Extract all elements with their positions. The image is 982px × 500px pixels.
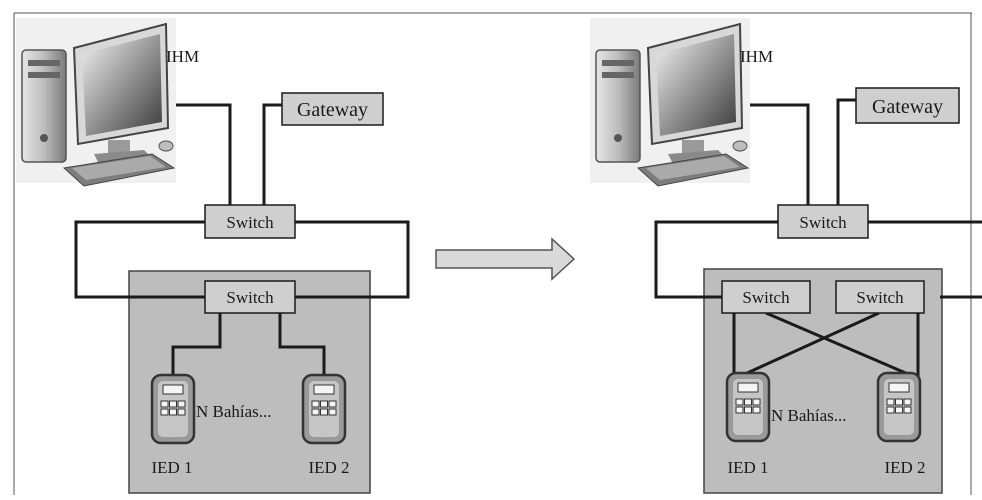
gateway-label: Gateway [872, 96, 943, 118]
top-switch-box [204, 204, 296, 239]
diagram-after: IHM Gateway Switch Switch Switch N Bahía… [589, 17, 982, 494]
left-links [74, 103, 410, 378]
gateway-box [855, 87, 960, 124]
ied-2-label: IED 2 [884, 458, 925, 477]
bay-switch-box [721, 280, 811, 314]
ied-2-label: IED 2 [308, 458, 349, 477]
top-switch-label: Switch [226, 213, 274, 232]
gateway-label: Gateway [297, 99, 368, 121]
bay-switch-1-label: Switch [742, 288, 790, 307]
diagram-before: IHM Gateway Switch Switch N Bahías... IE… [15, 17, 410, 494]
ied-1-label: IED 1 [151, 458, 192, 477]
bay-switch-box [204, 280, 296, 314]
bay-switch-box [835, 280, 925, 314]
right-arrow-icon [435, 237, 576, 281]
ied-device-icon [150, 373, 196, 445]
bay-switch-2-label: Switch [856, 288, 904, 307]
ied-device-icon [725, 371, 771, 443]
bays-label: N Bahías... [196, 402, 272, 421]
hmi-label: IHM [740, 47, 773, 66]
bays-label: N Bahías... [771, 406, 847, 425]
desktop-computer-icon [15, 17, 177, 187]
bay-switch-label: Switch [226, 288, 274, 307]
top-switch-box [777, 204, 869, 239]
gateway-box [281, 92, 384, 126]
desktop-computer-icon [589, 17, 751, 187]
ied-device-icon [301, 373, 347, 445]
ied-1-label: IED 1 [727, 458, 768, 477]
top-switch-label: Switch [799, 213, 847, 232]
right-links [654, 98, 982, 378]
hmi-label: IHM [166, 47, 199, 66]
ied-device-icon [876, 371, 922, 443]
